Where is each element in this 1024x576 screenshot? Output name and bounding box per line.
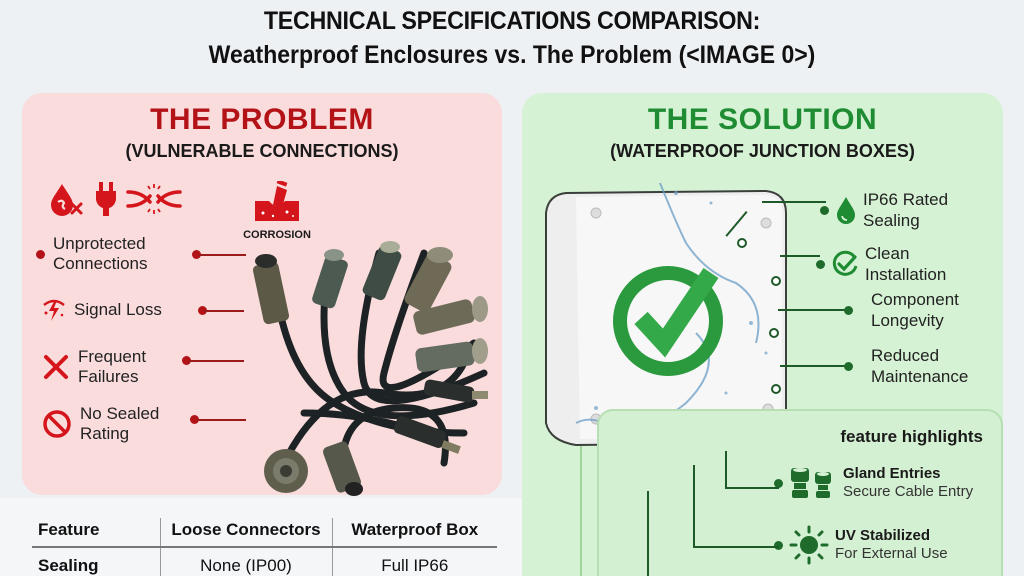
table-header-row: Feature Loose Connectors Waterproof Box <box>32 518 497 548</box>
problem-item-frequent-failures: Frequent Failures <box>42 347 146 387</box>
table-header-loose-connectors: Loose Connectors <box>159 518 332 548</box>
connector-line <box>196 419 246 421</box>
connector-line <box>778 309 848 311</box>
solution-title: THE SOLUTION <box>647 103 878 136</box>
problem-item-signal-loss: Signal Loss <box>42 297 162 323</box>
solution-item-reduced-maintenance: Reduced Maintenance <box>844 345 968 387</box>
connector-dot <box>190 415 199 424</box>
page-subtitle: Weatherproof Enclosures vs. The Problem … <box>208 41 816 69</box>
solution-item-component-longevity: Component Longevity <box>844 289 959 331</box>
table-row: Sealing None (IP00) Full IP66 <box>32 547 497 576</box>
water-damage-icon <box>51 184 83 216</box>
problem-icon-row <box>48 181 182 217</box>
solution-panel: THE SOLUTION (WATERPROOF JUNCTION BOXES) <box>522 93 1003 576</box>
prohibited-icon <box>43 410 71 438</box>
table-header-feature: Feature <box>32 518 160 548</box>
connector-line <box>693 465 695 547</box>
feature-highlights-title: feature highlights <box>840 427 983 446</box>
sun-icon <box>789 525 829 565</box>
check-circle-icon <box>832 250 858 276</box>
feature-highlights-box: feature highlights Gland Entries Secure … <box>597 409 1003 576</box>
connector-line <box>693 546 779 548</box>
problem-title: THE PROBLEM <box>150 103 374 136</box>
broken-link-icon <box>126 184 182 214</box>
highlight-uv-stabilized: UV Stabilized For External Use <box>774 525 948 565</box>
connector-line <box>647 491 649 576</box>
problem-subtitle: (VULNERABLE CONNECTIONS) <box>125 141 399 161</box>
cable-gland-icon <box>791 468 831 498</box>
solution-item-clean-installation: Clean Installation <box>816 243 946 285</box>
connector-dot <box>774 478 783 488</box>
connector-dot <box>192 250 201 259</box>
connector-dot <box>844 361 853 371</box>
problem-item-no-sealed-rating: No Sealed Rating <box>42 404 159 444</box>
table-header-waterproof-box: Waterproof Box <box>331 518 497 548</box>
problem-item-unprotected: Unprotected Connections <box>36 234 148 274</box>
connector-line <box>725 487 779 489</box>
corrosion-callout: CORROSION <box>237 179 317 241</box>
connector-line <box>780 255 820 257</box>
connector-dot <box>820 205 829 215</box>
corrosion-icon <box>255 179 299 221</box>
power-plug-icon <box>96 182 116 216</box>
connector-line <box>762 201 826 203</box>
connector-line <box>198 254 246 256</box>
page-header: TECHNICAL SPECIFICATIONS COMPARISON: Wea… <box>0 6 1024 72</box>
solution-subtitle: (WATERPROOF JUNCTION BOXES) <box>610 141 915 161</box>
comparison-table-container: Feature Loose Connectors Waterproof Box … <box>0 498 575 576</box>
solution-item-ip66: IP66 Rated Sealing <box>820 189 948 231</box>
connector-dot <box>774 540 783 550</box>
page-title: TECHNICAL SPECIFICATIONS COMPARISON: <box>263 7 761 35</box>
table-cell: Full IP66 <box>331 547 497 576</box>
table-cell: None (IP00) <box>159 547 332 576</box>
connector-line <box>725 451 727 488</box>
signal-loss-icon <box>43 299 65 321</box>
x-mark-icon <box>44 355 68 379</box>
connector-dot <box>816 259 825 269</box>
problem-panel: THE PROBLEM (VULNERABLE CONNECTIONS) COR… <box>22 93 502 496</box>
connector-dot <box>844 305 853 315</box>
comparison-table: Feature Loose Connectors Waterproof Box … <box>32 518 497 576</box>
connector-line <box>188 360 244 362</box>
bullet-dot-icon <box>36 249 45 259</box>
connector-line <box>780 365 848 367</box>
connector-dot <box>198 306 207 315</box>
connector-dot <box>182 356 191 365</box>
highlight-gland-entries: Gland Entries Secure Cable Entry <box>774 465 973 501</box>
table-cell: Sealing <box>38 556 99 575</box>
divider-line <box>580 409 582 576</box>
water-drop-icon <box>837 197 855 224</box>
connector-line <box>204 310 244 312</box>
corrosion-label: CORROSION <box>243 229 311 241</box>
corroded-cables-illustration <box>252 241 488 496</box>
